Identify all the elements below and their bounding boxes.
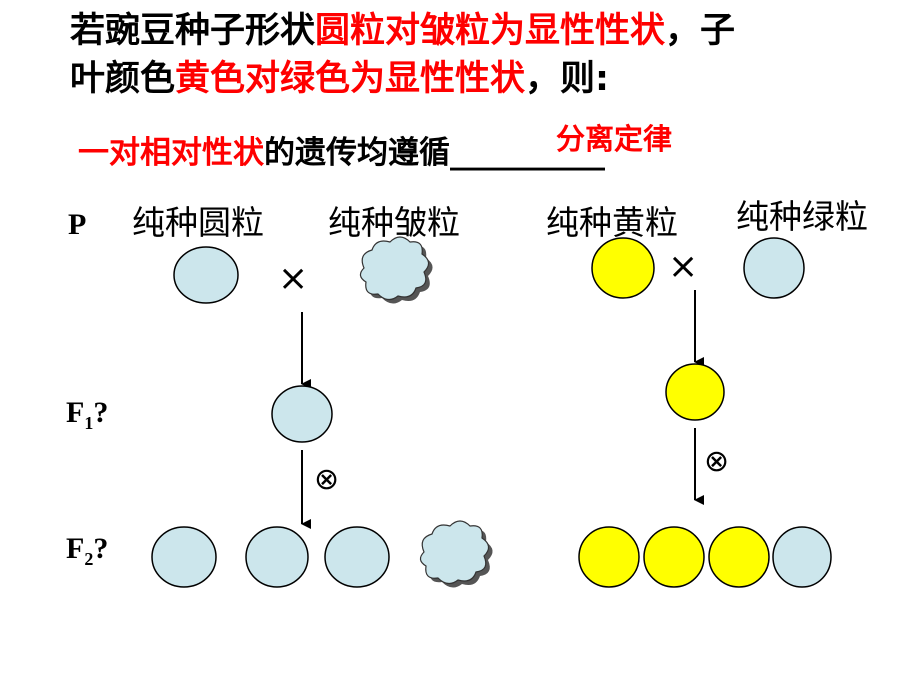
label-yellow-parent: 纯种黄粒	[546, 203, 678, 242]
pea-yellow-f2-2	[643, 526, 705, 588]
pea-wrinkled-f2	[419, 520, 493, 588]
cross-symbol-left: ×	[278, 258, 309, 299]
pea-green-f2	[772, 526, 832, 588]
pea-round-f1	[271, 385, 333, 443]
question-line: 一对相对性状的遗传均遵循__________	[78, 130, 605, 176]
question-blank: __________	[450, 135, 605, 171]
pea-round-f2-3	[324, 526, 390, 588]
question-black: 的遗传均遵循	[264, 135, 450, 171]
generation-p-label: P	[68, 208, 87, 241]
selfing-symbol-right: ⊗	[704, 444, 730, 479]
title-line-2: 叶颜色黄色对绿色为显性性状，则:	[70, 56, 609, 102]
title-text-2a: 叶颜色	[70, 59, 176, 99]
label-wrinkled-parent: 纯种皱粒	[328, 203, 460, 242]
pea-round-f2-2	[245, 526, 309, 588]
label-green-parent: 纯种绿粒	[736, 197, 868, 236]
title-text-2b: 黄色对绿色为显性性状	[175, 59, 526, 99]
pea-yellow-f1	[665, 363, 725, 421]
pea-yellow-f2-3	[708, 526, 770, 588]
pea-yellow-parent	[591, 237, 655, 299]
generation-f1-label: F1?	[66, 396, 109, 433]
question-red: 一对相对性状	[78, 135, 264, 171]
generation-f2-label: F2?	[66, 532, 109, 569]
title-line-1: 若豌豆种子形状圆粒对皱粒为显性性状，子	[70, 8, 735, 54]
title-text-1c: ，子	[665, 11, 736, 51]
title-text-1a: 若豌豆种子形状	[70, 11, 316, 51]
title-text-2c: ，则:	[525, 59, 610, 99]
cross-symbol-right: ×	[668, 246, 699, 287]
selfing-symbol-left: ⊗	[314, 462, 340, 497]
pea-round-parent	[173, 246, 239, 304]
pea-round-f2-1	[151, 526, 217, 588]
answer-text: 分离定律	[556, 122, 673, 156]
pea-green-parent	[743, 237, 805, 299]
label-round-parent: 纯种圆粒	[132, 203, 264, 242]
pea-yellow-f2-1	[578, 526, 640, 588]
pea-wrinkled-parent	[359, 236, 433, 304]
title-text-1b: 圆粒对皱粒为显性性状	[315, 11, 666, 51]
